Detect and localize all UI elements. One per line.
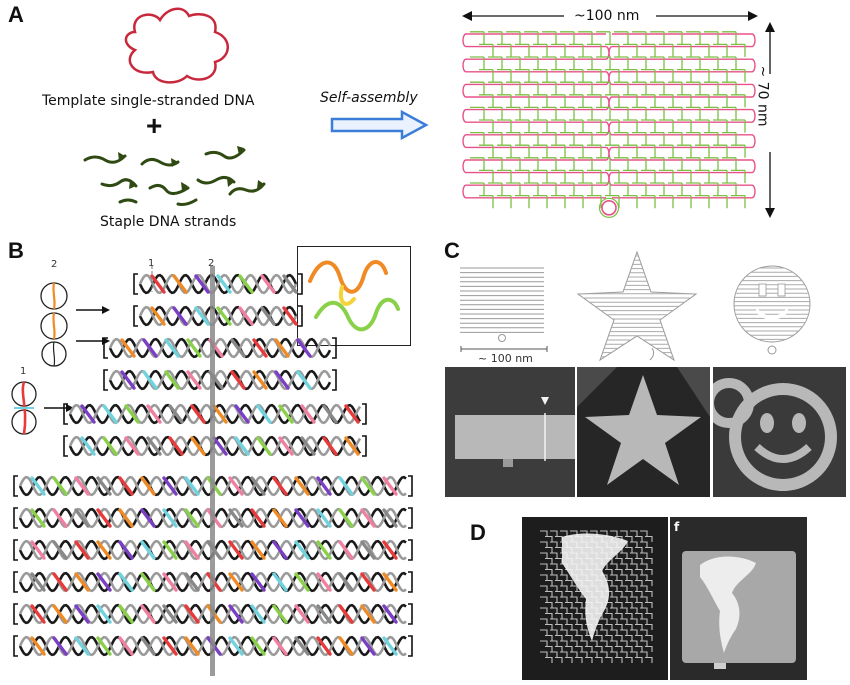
inset-letter-f: f (674, 520, 680, 534)
width-dimension-arrow (462, 6, 758, 24)
width-caption: ~100 nm (574, 8, 640, 24)
map-afm-image (670, 517, 807, 680)
western-hemisphere-design (522, 517, 668, 680)
marker-1-top: 1 (148, 258, 155, 269)
self-assembly-caption: Self-assembly (320, 90, 418, 106)
afm-star-image (577, 367, 710, 497)
afm-smiley-image (713, 367, 846, 497)
helix-marker-1-stack (11, 381, 74, 435)
rectangle-design-schematic (460, 267, 544, 342)
template-caption: Template single-stranded DNA (42, 93, 255, 109)
crossover-inset-box (297, 246, 411, 346)
afm-star-shape (577, 367, 710, 497)
marker-2-top: 2 (208, 258, 215, 269)
panel-d-label: D (470, 520, 486, 545)
scale-caption: ~ 100 nm (478, 352, 533, 365)
height-dimension-arrow (760, 22, 780, 218)
panel-c-label: C (444, 238, 460, 263)
staple-strands-cluster (83, 146, 266, 206)
map-design-image (522, 517, 668, 680)
western-hemisphere-afm (670, 517, 807, 680)
scale-bar-100nm (460, 346, 548, 352)
crossover-helix-icon (308, 260, 400, 332)
self-assembly-arrow (330, 110, 429, 140)
dna-origami-rectangle (462, 31, 756, 218)
dna-helix-crossover-diagram (13, 266, 413, 676)
panel-b-label: B (8, 238, 24, 263)
afm-rectangle-image (445, 367, 575, 497)
afm-rectangle-shape (445, 367, 575, 497)
panel-a-label: A (8, 2, 24, 27)
plus-sign: + (146, 110, 163, 141)
afm-smiley-shape (713, 367, 846, 497)
marker-1-left: 1 (20, 366, 27, 377)
staple-caption: Staple DNA strands (100, 214, 237, 230)
marker-2-left: 2 (51, 259, 58, 270)
star-design-schematic (576, 250, 698, 362)
template-ssdna-loop (124, 7, 229, 84)
smiley-design-schematic (733, 265, 811, 355)
